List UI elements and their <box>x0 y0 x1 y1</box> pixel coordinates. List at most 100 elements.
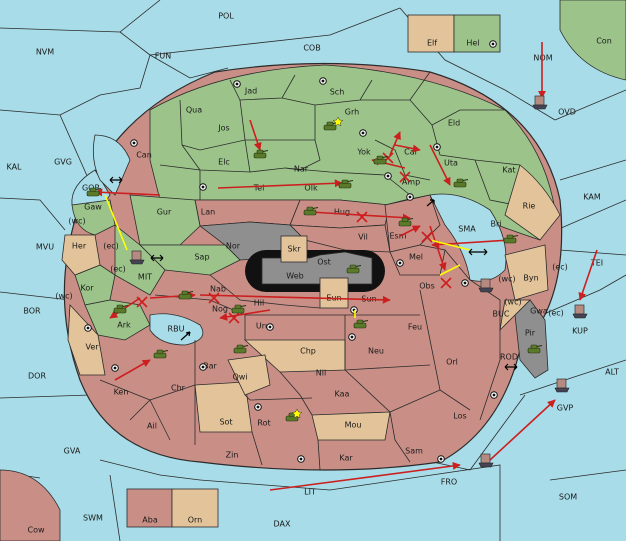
label-hil: Hil <box>254 299 264 308</box>
supply-center <box>266 323 274 331</box>
label-grh: Grh <box>345 108 359 117</box>
region-mou[interactable] <box>311 411 391 441</box>
supply-center <box>437 455 445 463</box>
label-dax: DAX <box>274 520 291 529</box>
label-sam: Sam <box>405 447 423 456</box>
region-qwi[interactable] <box>227 354 271 396</box>
label-con: Con <box>596 37 612 46</box>
supply-center <box>396 259 404 267</box>
label-ken: Ken <box>114 388 129 397</box>
label-mel: Mel <box>409 253 423 262</box>
sea-sma[interactable] <box>429 193 507 282</box>
label-gur: Gur <box>157 208 172 217</box>
label-ovd: OVD <box>558 108 576 117</box>
region-cow[interactable] <box>0 469 61 541</box>
label-web: Web <box>286 272 303 281</box>
supply-center <box>199 363 207 371</box>
label-fro: FRO <box>441 478 457 487</box>
region-eun[interactable] <box>319 277 349 309</box>
label-chp: Chp <box>300 347 316 356</box>
channel-markers <box>109 176 518 371</box>
bounce-markers <box>136 152 452 324</box>
supply-center <box>489 40 497 48</box>
label-orn: Orn <box>188 516 203 525</box>
region-gaw[interactable] <box>71 199 116 236</box>
north-cells <box>159 71 541 211</box>
region-gur[interactable] <box>129 194 201 246</box>
label-kor: Kor <box>80 284 94 293</box>
label-neu: Neu <box>368 347 384 356</box>
label-nil: Nil <box>316 369 326 378</box>
star-markers <box>291 116 344 419</box>
region-aba[interactable] <box>126 488 173 528</box>
label-rot: Rot <box>257 419 270 428</box>
label-byn: Byn <box>523 274 538 283</box>
supply-center <box>433 143 441 151</box>
supply-center <box>297 455 305 463</box>
label-ost: Ost <box>317 258 331 267</box>
coast-tag-wc3: (wc) <box>498 275 515 284</box>
label-bar: Bar <box>203 362 217 371</box>
region-her[interactable] <box>61 234 101 276</box>
label-her: Her <box>72 242 87 251</box>
label-rie: Rie <box>523 202 536 211</box>
label-pol: POL <box>218 12 234 21</box>
label-qwi: Qwi <box>232 373 247 382</box>
label-hug: Hug <box>334 208 350 217</box>
region-elf[interactable] <box>407 14 455 53</box>
label-cow: Cow <box>27 526 44 535</box>
sea-rbu[interactable] <box>149 313 204 346</box>
label-gvp: GVP <box>557 404 574 413</box>
label-gvg: GVG <box>54 158 72 167</box>
region-orn[interactable] <box>171 488 219 528</box>
label-vil: Vil <box>358 233 368 242</box>
label-dor: DOR <box>28 372 46 381</box>
region-ver[interactable] <box>67 304 106 376</box>
label-nor: Nor <box>226 242 241 251</box>
region-gwa[interactable] <box>499 299 531 332</box>
label-kal: KAL <box>6 163 22 172</box>
coast-tag-wc2: (wc) <box>55 292 72 301</box>
label-lit: LIT <box>304 488 316 497</box>
label-kam: KAM <box>583 193 601 202</box>
supply-center <box>199 183 207 191</box>
supply-center <box>254 403 262 411</box>
label-mou: Mou <box>345 421 362 430</box>
label-jos: Jos <box>217 124 229 133</box>
label-mit: MIT <box>138 273 152 282</box>
supply-center <box>111 364 119 372</box>
supply-center <box>350 306 358 314</box>
region-rie[interactable] <box>504 164 561 241</box>
label-bor: BOR <box>23 307 41 316</box>
coast-tag-ec1: (ec) <box>103 242 119 251</box>
label-nvm: NVM <box>36 48 54 57</box>
label-qua: Qua <box>186 106 202 115</box>
label-gaw: Gaw <box>84 203 102 212</box>
label-tel: Tel <box>253 184 265 193</box>
supply-center <box>348 333 356 341</box>
coast-tag-ec2: (ec) <box>110 265 126 274</box>
label-jad: Jad <box>244 87 257 96</box>
label-can: Can <box>136 151 152 160</box>
region-skr[interactable] <box>280 235 308 263</box>
label-mvu: MVU <box>36 243 54 252</box>
label-alt: ALT <box>605 368 619 377</box>
label-tei: TEI <box>590 259 603 268</box>
label-elc: Elc <box>218 158 230 167</box>
label-ail: Ail <box>147 422 157 431</box>
supply-center <box>359 129 367 137</box>
label-som: SOM <box>559 493 577 502</box>
supply-center <box>84 324 92 332</box>
label-nab: Nab <box>210 285 226 294</box>
label-ver: Ver <box>85 343 99 352</box>
region-byn[interactable] <box>504 244 549 301</box>
label-sch: Sch <box>330 88 345 97</box>
label-gva: GVA <box>64 447 81 456</box>
label-gwa: Gwa <box>530 307 548 316</box>
label-elf: Elf <box>427 39 437 48</box>
label-feu: Feu <box>408 323 422 332</box>
label-uta: Uta <box>444 159 458 168</box>
label-fun: FUN <box>155 52 171 61</box>
supply-center <box>319 77 327 85</box>
label-chr: Chr <box>171 384 186 393</box>
